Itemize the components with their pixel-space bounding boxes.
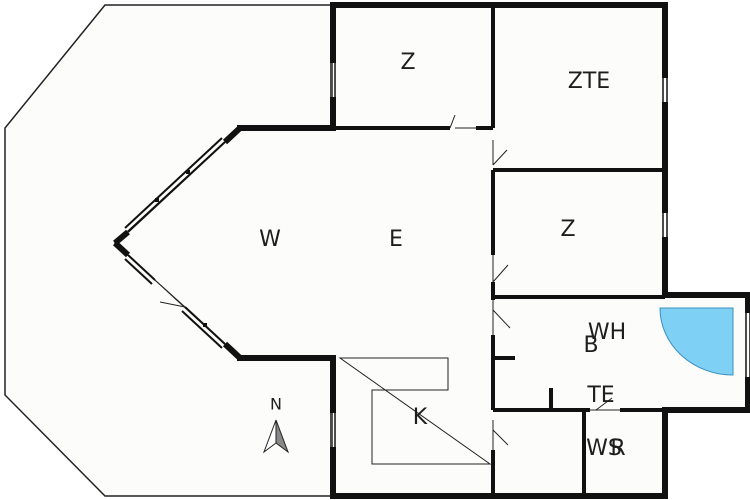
- room-label-k: K: [413, 405, 428, 430]
- room-label-wh: WH: [588, 320, 626, 345]
- room-label-z-top: Z: [400, 50, 415, 75]
- north-arrow-icon: [262, 419, 290, 454]
- bay-windows: [124, 137, 226, 349]
- room-label-zte: ZTE: [568, 69, 610, 94]
- bay-walls: [112, 125, 243, 361]
- room-label-r: R: [610, 436, 625, 461]
- room-label-te: TE: [586, 383, 614, 408]
- bay-mullions: [155, 170, 207, 327]
- kitchen-counter: [338, 357, 492, 465]
- room-label-e: E: [389, 227, 403, 252]
- shower: [659, 307, 734, 376]
- room-label-ws: WS: [586, 436, 622, 461]
- windows: [330, 60, 750, 450]
- room-label-w: W: [259, 227, 281, 252]
- walls: [237, 2, 750, 499]
- door-swings: [154, 114, 620, 450]
- interior-walls: [333, 5, 665, 496]
- north-label: N: [270, 395, 282, 414]
- main-floor: [115, 5, 748, 496]
- room-label-b: B: [583, 333, 598, 358]
- room-label-z-mid: Z: [560, 217, 575, 242]
